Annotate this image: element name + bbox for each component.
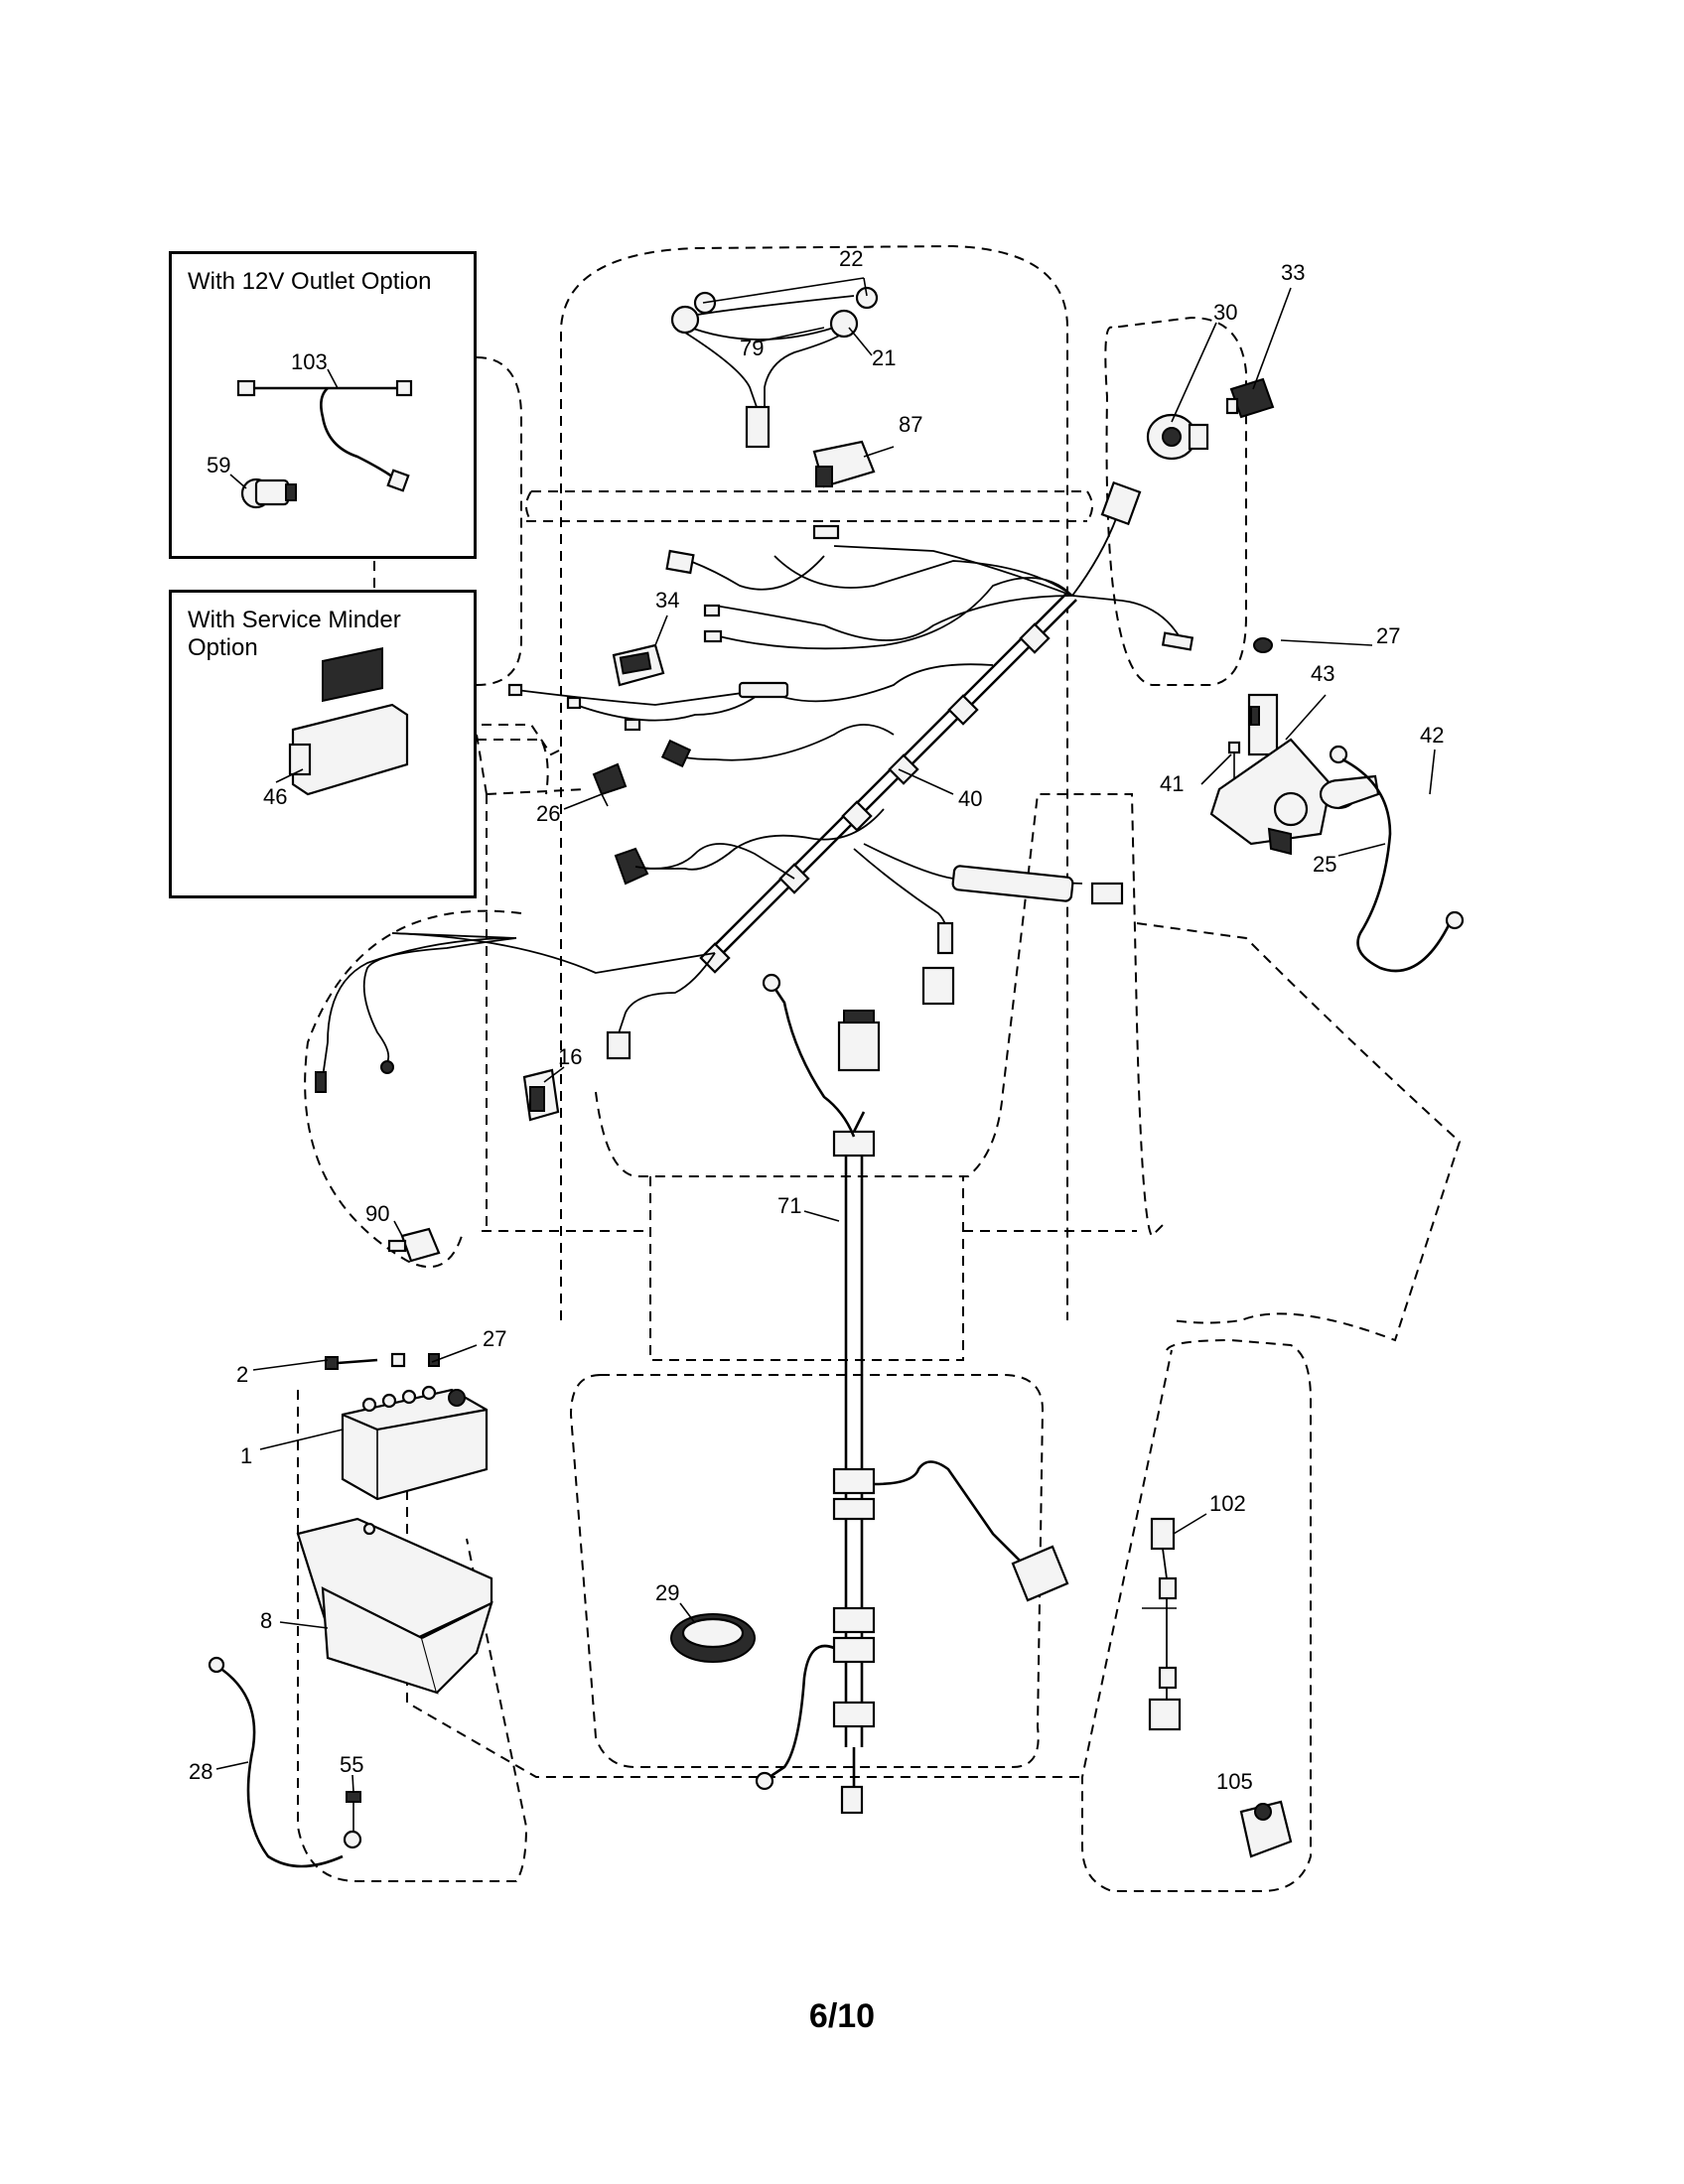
page-number: 6/10 <box>808 1997 876 2035</box>
battery-icon <box>341 1385 489 1501</box>
harness-connector-end-icon <box>386 469 410 492</box>
callout-2: 2 <box>236 1362 248 1387</box>
callout-1: 1 <box>240 1443 252 1468</box>
callout-102: 102 <box>1209 1491 1246 1516</box>
callout-43: 43 <box>1311 661 1334 686</box>
service-minder-module-icon <box>288 646 409 796</box>
main-wiring-harness <box>315 480 1194 1093</box>
connector-icon <box>837 1021 881 1072</box>
callout-8: 8 <box>260 1608 272 1633</box>
callout-26: 26 <box>536 801 560 826</box>
starter-solenoid-icon <box>1209 637 1333 856</box>
callout-55: 55 <box>340 1752 363 1777</box>
bolt-icon <box>1227 741 1241 779</box>
fuse-clip-icon <box>592 762 628 807</box>
callout-40: 40 <box>958 786 982 811</box>
terminal-boot-icon <box>1319 774 1380 810</box>
battery-bolt-icon <box>325 1352 440 1370</box>
callout-22: 22 <box>839 246 863 271</box>
callout-34: 34 <box>655 588 679 613</box>
ground-bolt-icon <box>346 1791 361 1832</box>
callout-25: 25 <box>1313 852 1336 877</box>
key-switch-icon <box>1225 377 1275 419</box>
chassis-outline <box>297 244 1462 1892</box>
harness-plug-icon <box>745 405 771 449</box>
harness-connector-left-icon <box>236 379 256 397</box>
callout-29: 29 <box>655 1580 679 1605</box>
lower-harness <box>755 973 1069 1815</box>
callout-28: 28 <box>189 1759 212 1784</box>
headlight-bulb-icon <box>670 305 700 335</box>
headlight-bulb-icon <box>855 286 879 310</box>
seat-switch-icon <box>522 1068 560 1122</box>
callout-103: 103 <box>291 349 328 374</box>
module-icon <box>1239 1800 1293 1858</box>
callout-46: 46 <box>263 784 287 809</box>
callout-71: 71 <box>777 1193 801 1218</box>
battery-cable-icon <box>1329 745 1465 973</box>
battery-tray-icon <box>296 1517 493 1695</box>
callout-105: 105 <box>1216 1769 1253 1794</box>
grommet-icon <box>670 1613 756 1663</box>
plunger-switch-icon <box>387 1227 441 1263</box>
callout-21: 21 <box>872 345 896 370</box>
ground-cable-icon <box>208 1656 362 1868</box>
callout-16: 16 <box>558 1044 582 1069</box>
headlight-harness <box>670 286 879 449</box>
option-label-service-minder: With Service Minder Option <box>188 607 401 661</box>
callout-27-upper: 27 <box>1376 623 1400 648</box>
callout-59: 59 <box>207 453 230 478</box>
ignition-switch-icon <box>1146 413 1209 461</box>
callout-labels: 22 79 21 87 30 33 27 43 42 41 25 34 40 2… <box>189 246 1444 1794</box>
connector-icon <box>1011 1545 1069 1602</box>
callout-30: 30 <box>1213 300 1237 325</box>
harness-connector-right-icon <box>395 379 413 397</box>
option-box-12v-outlet: With 12V Outlet Option <box>169 251 477 559</box>
callout-33: 33 <box>1281 260 1305 285</box>
relay-icon <box>812 440 876 488</box>
outlet-12v-harness <box>236 379 413 492</box>
callout-87: 87 <box>899 412 922 437</box>
option-label-12v-outlet: With 12V Outlet Option <box>188 268 432 295</box>
outlet-socket-icon <box>240 478 297 509</box>
callout-42: 42 <box>1420 723 1444 748</box>
harness-jumper-icon <box>1142 1517 1182 1731</box>
callout-90: 90 <box>365 1201 389 1226</box>
leader-lines <box>215 277 1436 1793</box>
callout-79: 79 <box>740 336 764 360</box>
callout-41: 41 <box>1160 771 1184 796</box>
callout-27-lower: 27 <box>483 1326 506 1351</box>
pto-switch-icon <box>612 643 665 687</box>
